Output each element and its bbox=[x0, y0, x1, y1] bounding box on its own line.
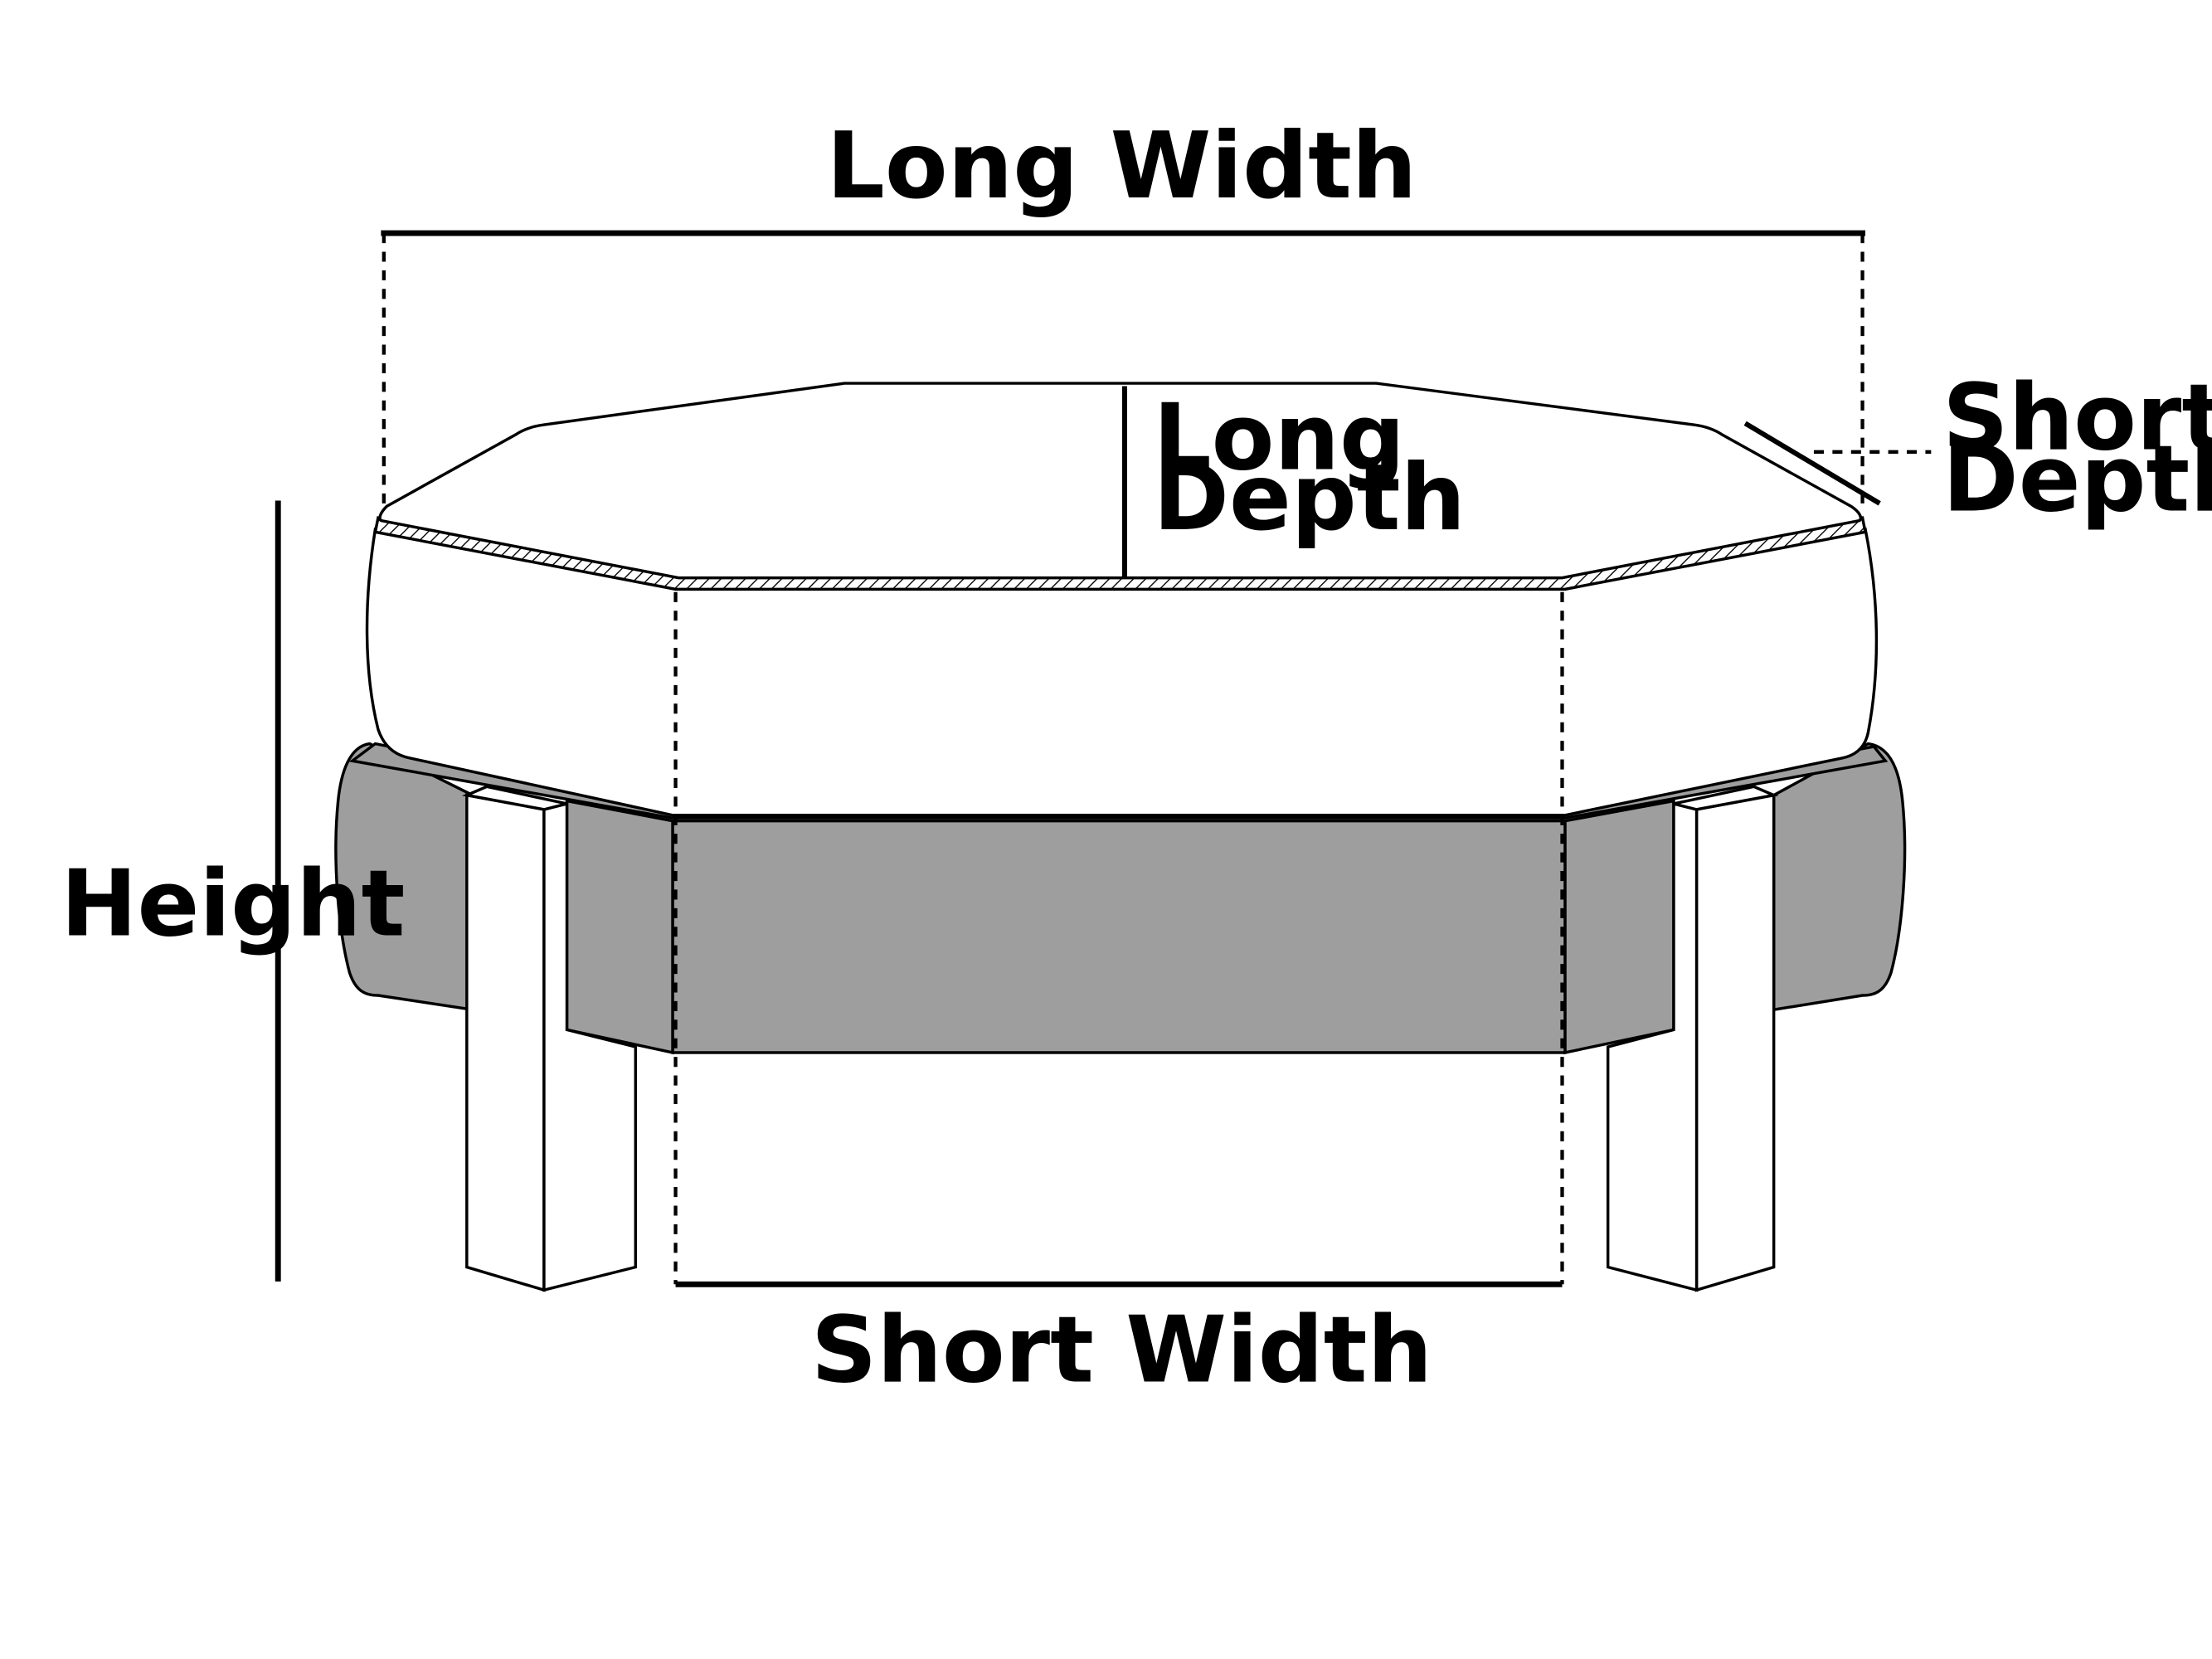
short-depth-dimension: Short Depth bbox=[1743, 365, 2212, 533]
base-front-face bbox=[671, 819, 1567, 1054]
cushion-side bbox=[365, 527, 1879, 817]
base-left-end bbox=[334, 742, 474, 1012]
long-width-label: Long Width bbox=[827, 114, 1417, 220]
short-width-dimension: Short Width bbox=[673, 591, 1564, 1404]
long-width-dimension: Long Width bbox=[381, 114, 1866, 509]
short-width-label: Short Width bbox=[811, 1298, 1432, 1404]
short-depth-label-line2: Depth bbox=[1942, 427, 2212, 533]
short-depth-label-line1: Short bbox=[1942, 365, 2212, 471]
right-leg bbox=[1606, 785, 1779, 1292]
long-depth-label-line1: Long bbox=[1153, 386, 1405, 492]
base-right-face bbox=[1563, 799, 1675, 1055]
base-right-end bbox=[1772, 742, 1907, 1012]
left-leg bbox=[461, 785, 637, 1292]
height-label: Height bbox=[61, 852, 405, 958]
long-depth-dimension: Long Depth bbox=[1121, 386, 1466, 578]
base-left-face bbox=[565, 799, 674, 1055]
ottoman-cushion bbox=[365, 382, 1879, 817]
height-dimension: Height bbox=[61, 500, 405, 1282]
long-depth-label-line2: Depth bbox=[1153, 445, 1466, 552]
ottoman-base bbox=[334, 742, 1907, 1055]
cushion-top bbox=[378, 382, 1863, 580]
